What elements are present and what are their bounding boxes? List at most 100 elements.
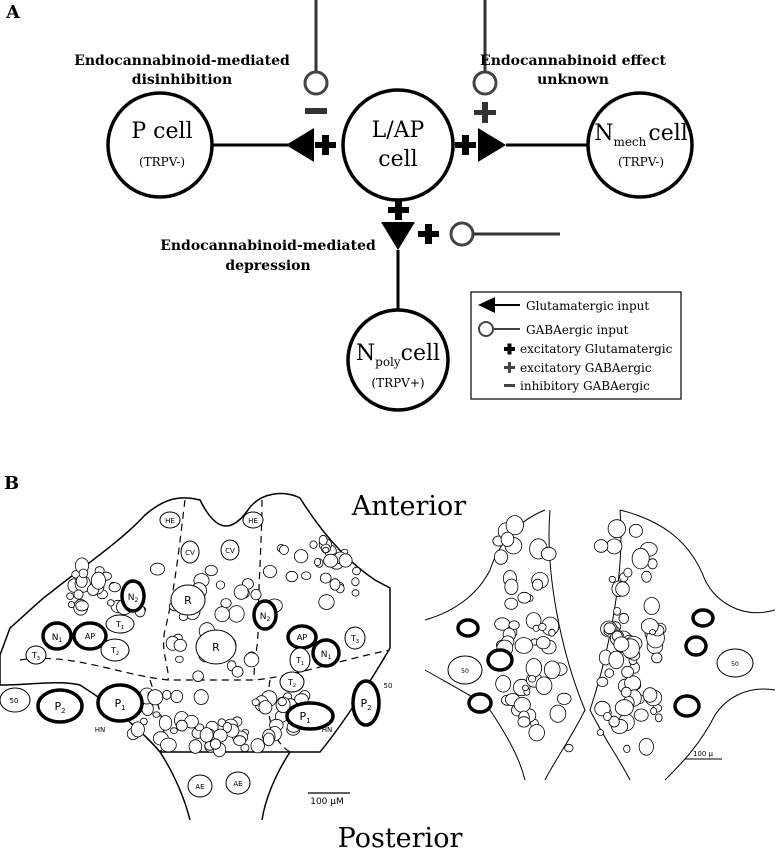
small-neuron	[525, 658, 543, 678]
small-neuron	[215, 580, 226, 590]
legend: Glutamatergic input GABAergic input exci…	[470, 291, 682, 400]
small-neuron	[642, 687, 658, 703]
small-neuron	[549, 704, 567, 723]
plus-icon	[504, 362, 515, 373]
small-neuron	[608, 715, 620, 728]
small-neuron	[596, 729, 605, 736]
label-ae-left: AE	[195, 783, 204, 791]
small-neuron	[504, 578, 519, 596]
neuron-p1-right	[285, 701, 335, 731]
small-neuron	[231, 665, 244, 678]
small-neuron	[540, 546, 557, 561]
small-neuron	[75, 600, 89, 612]
small-neuron	[147, 689, 164, 706]
bold-neuron-right-map-3	[467, 692, 493, 714]
glutamatergic-terminal-right	[478, 128, 506, 162]
small-neuron	[649, 629, 656, 636]
small-neuron	[633, 708, 649, 722]
neuron-50-right-map-right	[716, 648, 754, 678]
small-neuron	[596, 676, 609, 687]
small-neuron	[608, 650, 624, 670]
small-neurons-right-map	[488, 515, 667, 756]
p-cell-sub: (TRPV-)	[139, 155, 185, 169]
small-neuron	[228, 605, 245, 623]
neuron-50-left	[0, 687, 31, 713]
small-neuron	[528, 724, 545, 742]
small-neuron	[250, 589, 262, 601]
label-ap-right: AP	[297, 633, 307, 642]
small-neuron	[318, 534, 328, 546]
small-neuron	[351, 589, 360, 597]
small-neuron	[193, 689, 209, 705]
label-cv-right: CV	[225, 547, 235, 555]
small-neuron	[620, 686, 632, 698]
small-neuron	[623, 567, 633, 578]
small-neuron	[618, 612, 630, 624]
small-neuron	[352, 566, 361, 576]
small-neuron	[508, 620, 520, 630]
small-neuron	[175, 655, 184, 663]
neuron-ae-left	[187, 774, 213, 798]
label-p1-right: P1	[299, 710, 310, 725]
label-r-center: R	[212, 641, 220, 654]
bold-neuron-right-map-4	[691, 608, 715, 628]
small-neuron	[613, 607, 621, 616]
label-n2-left: N2	[128, 593, 139, 604]
small-neuron	[240, 743, 250, 753]
small-neuron	[277, 697, 287, 707]
nmech-cell	[586, 91, 694, 199]
neuron-p2-left	[36, 688, 84, 724]
label-50-right: 50	[384, 682, 393, 690]
small-neuron	[279, 544, 289, 555]
small-neuron	[628, 523, 643, 538]
p-cell-name: P cell	[131, 119, 192, 144]
small-neuron	[548, 628, 556, 637]
small-neuron	[613, 636, 630, 652]
small-neuron	[162, 689, 172, 700]
neuron-p1-left	[96, 683, 144, 723]
bold-neuron-right-map-1	[456, 618, 480, 638]
small-neuron	[173, 638, 187, 652]
nmech-cell-name: Nmechcell	[594, 121, 688, 149]
label-t3-left: T3	[31, 651, 40, 662]
small-neuron	[607, 519, 626, 539]
small-neuron	[654, 713, 663, 723]
legend-box	[470, 291, 682, 400]
panel-b-ganglion-maps: B Anterior Posterior HE HE CV CV R R N2 …	[0, 473, 776, 848]
plus-icon-right	[455, 135, 476, 155]
small-neuron	[564, 743, 574, 753]
legend-item-excitatory-glutamatergic: excitatory Glutamatergic	[520, 342, 673, 356]
small-neuron	[623, 744, 631, 753]
small-neuron	[323, 553, 339, 568]
label-hn-right: HN	[322, 726, 333, 734]
neuron-he-left	[159, 511, 181, 529]
small-neuron	[650, 707, 657, 716]
label-p1-left: P1	[114, 697, 125, 712]
small-neuron	[621, 665, 634, 679]
small-neuron	[175, 719, 188, 732]
label-he-left: HE	[165, 517, 175, 525]
label-ae-right: AE	[233, 780, 242, 788]
small-neuron	[631, 547, 650, 570]
disinhibition-annotation-line1: Endocannabinoid-mediated	[74, 53, 290, 69]
label-p2-right: P2	[360, 697, 371, 712]
legend-item-inhibitory-gabaergic: inhibitory GABAergic	[520, 379, 650, 393]
small-neuron	[209, 738, 221, 750]
npoly-cell-name: Npolycell	[356, 341, 440, 369]
small-neuron	[67, 601, 75, 609]
label-n2-right: N2	[260, 612, 271, 623]
glutamatergic-terminal-bottom	[381, 222, 415, 250]
small-neuron	[556, 692, 572, 705]
unknown-annotation-line1: Endocannabinoid effect	[480, 53, 666, 69]
label-50-right-map-right: 50	[731, 661, 739, 668]
small-neuron	[517, 716, 531, 728]
panel-a-label: A	[5, 2, 21, 23]
scale-bar-left-label: 100 μM	[310, 797, 344, 807]
small-neuron	[251, 698, 260, 707]
small-neuron	[319, 572, 332, 584]
npoly-cell-sub: (TRPV+)	[371, 376, 424, 390]
small-neuron	[301, 571, 312, 580]
inhibitory-minus-icon	[305, 108, 327, 114]
small-neuron	[318, 594, 335, 610]
label-t1-left: T1	[115, 620, 124, 631]
